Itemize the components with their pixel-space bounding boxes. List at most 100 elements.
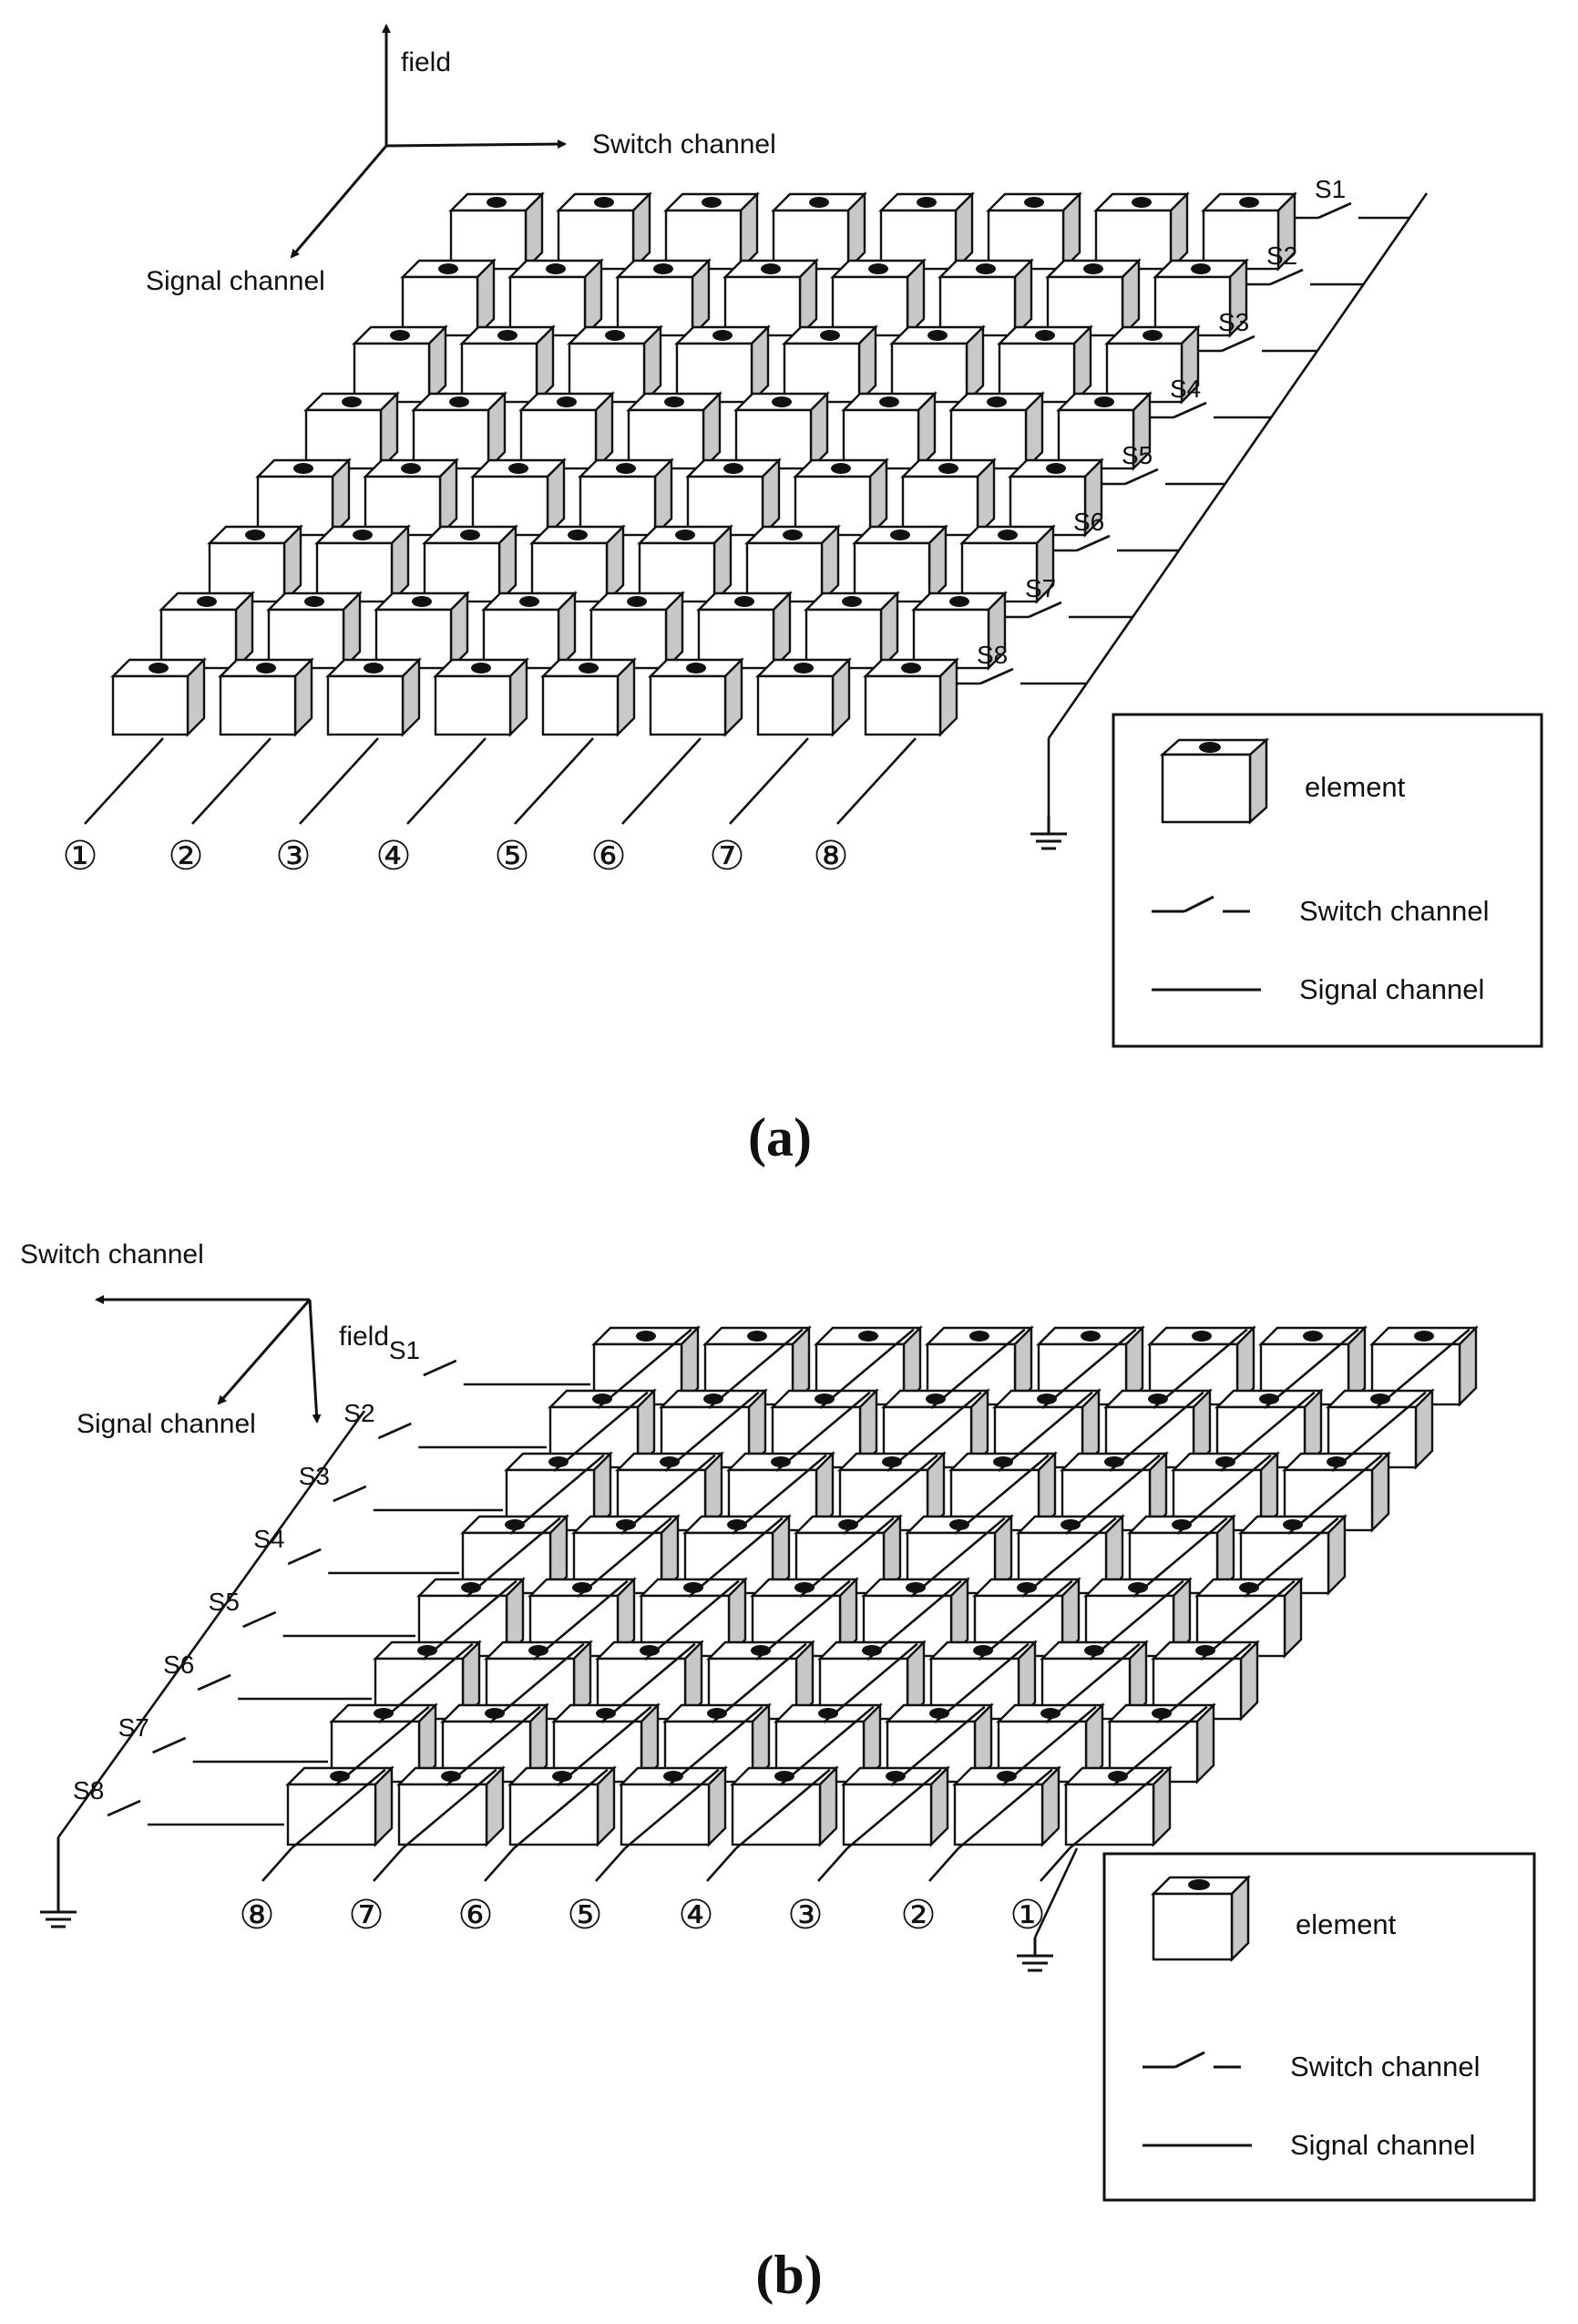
element-cube xyxy=(352,324,448,405)
column-number-b-6: ③ xyxy=(787,1893,823,1938)
column-lead xyxy=(373,1847,404,1882)
signal-axis-label-b: Signal channel xyxy=(77,1409,256,1439)
switch-label-b-1: S1 xyxy=(389,1336,420,1364)
element-diagonal-wire xyxy=(823,1642,918,1723)
element-cube xyxy=(589,591,685,671)
element-diagonal-wire xyxy=(846,1768,942,1849)
column-number-3: ③ xyxy=(275,834,311,879)
element-cube xyxy=(504,1451,613,1533)
element-diagonal-wire xyxy=(597,1328,692,1409)
element-cube xyxy=(1040,1640,1149,1722)
element-cube xyxy=(744,524,841,604)
element-cube xyxy=(448,191,545,272)
element-diagonal-wire xyxy=(334,1705,430,1786)
element-cube xyxy=(674,324,771,405)
element-diagonal-wire xyxy=(1045,1642,1141,1723)
element-cube xyxy=(863,657,959,737)
column-number-b-5: ④ xyxy=(678,1893,713,1938)
element-cube xyxy=(663,191,760,272)
element-diagonal-wire xyxy=(644,1579,740,1661)
element-cube xyxy=(314,524,411,604)
row-switch xyxy=(242,1610,277,1629)
field-axis-label: field xyxy=(401,47,451,77)
switch-label-b-8: S8 xyxy=(73,1776,104,1805)
element-diagonal-wire xyxy=(930,1328,1026,1409)
element-diagonal-wire xyxy=(422,1579,517,1661)
element-cube xyxy=(159,591,255,671)
switch-label-7: S7 xyxy=(1025,574,1056,602)
row-switch xyxy=(1173,401,1207,419)
element-cube xyxy=(507,258,604,338)
row-switch xyxy=(423,1359,457,1377)
element-diagonal-wire xyxy=(1200,1579,1296,1661)
column-lead xyxy=(706,1847,737,1882)
element-diagonal-wire xyxy=(978,1579,1073,1661)
element-cube xyxy=(518,391,615,471)
element-cube xyxy=(1056,391,1153,471)
column-lead xyxy=(1040,1847,1071,1882)
element-cube xyxy=(578,458,674,538)
element-diagonal-wire xyxy=(533,1579,629,1661)
row-switch xyxy=(1076,534,1111,552)
switch-label-b-7: S7 xyxy=(118,1713,149,1742)
panel-b-wiring xyxy=(56,1328,1470,1938)
element-diagonal-wire xyxy=(402,1768,497,1849)
column-lead xyxy=(836,737,917,825)
element-diagonal-wire xyxy=(954,1454,1050,1535)
element-diagonal-wire xyxy=(664,1391,760,1472)
switch-label-1: S1 xyxy=(1315,175,1346,203)
element-diagonal-wire xyxy=(1176,1454,1272,1535)
row-switch xyxy=(287,1548,322,1566)
column-lead xyxy=(299,737,379,825)
row-switch xyxy=(107,1799,141,1817)
element-cube xyxy=(433,657,529,737)
element-diagonal-wire xyxy=(775,1391,871,1472)
element-cube xyxy=(470,458,567,538)
element-cube xyxy=(1045,258,1142,338)
element-diagonal-wire xyxy=(958,1768,1053,1849)
column-number-b-8: ① xyxy=(1009,1893,1045,1938)
switch-label-b-4: S4 xyxy=(253,1525,284,1553)
panel-a-wiring xyxy=(84,192,1429,825)
element-diagonal-wire xyxy=(1069,1768,1164,1849)
panel-b-caption: (b) xyxy=(755,2245,822,2305)
element-cube xyxy=(481,591,578,671)
element-diagonal-wire xyxy=(1156,1642,1252,1723)
signal-axis-arrow-b xyxy=(217,1299,312,1405)
panel-a: field Switch channel Signal channel S1S2… xyxy=(62,24,1543,1167)
panel-a-element-array xyxy=(110,191,1297,737)
element-cube xyxy=(400,258,497,338)
element-diagonal-wire xyxy=(446,1705,541,1786)
element-diagonal-wire xyxy=(866,1579,962,1661)
column-lead xyxy=(621,737,702,825)
panel-b: Switch channel field Signal channel S1S2… xyxy=(20,1239,1536,2305)
column-number-b-1: ⑧ xyxy=(239,1893,274,1938)
element-cube xyxy=(556,191,652,272)
element-diagonal-wire xyxy=(1331,1391,1427,1472)
element-cube xyxy=(1063,1765,1173,1847)
field-axis-arrow-b xyxy=(308,1299,322,1424)
element-cube xyxy=(782,324,878,405)
switch-label-b-2: S2 xyxy=(343,1399,374,1427)
element-diagonal-wire xyxy=(553,1391,649,1472)
panel-b-legend: element Switch channel Signal channel xyxy=(1102,1852,1536,2202)
element-cube xyxy=(266,591,363,671)
element-diagonal-wire xyxy=(557,1705,652,1786)
element-cube xyxy=(733,391,830,471)
element-cube xyxy=(218,657,314,737)
element-diagonal-wire xyxy=(886,1391,982,1472)
column-lead xyxy=(484,1847,515,1882)
element-cube xyxy=(889,324,986,405)
element-cube xyxy=(255,458,352,538)
signal-axis-arrow xyxy=(290,145,388,259)
element-diagonal-wire xyxy=(1287,1454,1383,1535)
row-switch xyxy=(152,1736,187,1754)
element-diagonal-wire xyxy=(513,1768,609,1849)
element-diagonal-wire xyxy=(799,1517,895,1598)
element-cube xyxy=(948,391,1045,471)
element-diagonal-wire xyxy=(843,1454,938,1535)
column-lead xyxy=(729,737,809,825)
column-number-b-4: ⑤ xyxy=(567,1893,602,1938)
